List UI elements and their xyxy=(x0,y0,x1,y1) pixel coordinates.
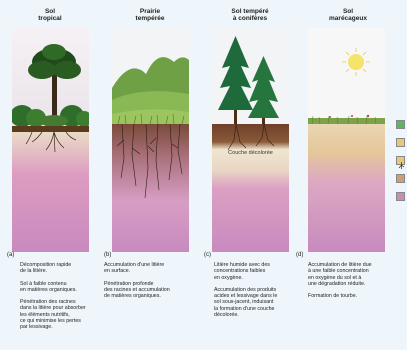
soil-layer xyxy=(212,124,289,252)
description-paragraph: Litière humide avec des concentrations f… xyxy=(214,262,298,281)
sky xyxy=(308,28,385,124)
description-paragraph: Pénétration des racines dans la litière … xyxy=(20,299,98,330)
panel-marsh: Sol marécageux (d) Accumulation de litiè… xyxy=(300,0,396,350)
legend-swatch-litter xyxy=(396,138,405,147)
legend-swatch-mineral xyxy=(396,192,405,201)
soil-column-tropical xyxy=(12,28,89,252)
legend-swatch-vegetation xyxy=(396,120,405,129)
inner-label: Couche décolorée xyxy=(228,150,273,156)
panel-conifer: Sol tempéré à conifères Couche décolorée xyxy=(200,0,300,350)
panel-prairie: Prairie tempérée (b) Accumulation d'une … xyxy=(100,0,200,350)
soil-layer xyxy=(12,132,89,252)
litter-layer xyxy=(12,126,89,132)
legend-swatch-roots xyxy=(396,156,405,165)
legend xyxy=(396,0,407,350)
panel-description: Litière humide avec des concentrations f… xyxy=(214,262,298,324)
panel-letter: (b) xyxy=(104,252,111,258)
panel-description: Décomposition rapide de la litière. Sol … xyxy=(20,262,98,337)
legend-swatch-humus xyxy=(396,174,405,183)
description-paragraph: Pénétration profonde des racines et accu… xyxy=(104,281,198,300)
description-paragraph: Accumulation des produits acides et less… xyxy=(214,287,298,318)
description-paragraph: Accumulation de litière due à une faible… xyxy=(308,262,396,287)
description-paragraph: Décomposition rapide de la litière. xyxy=(20,262,98,275)
panel-letter: (d) xyxy=(296,252,303,258)
soil-column-prairie xyxy=(112,28,189,252)
panel-title: Sol tempéré à conifères xyxy=(200,8,300,22)
panel-title: Prairie tempérée xyxy=(100,8,200,22)
panel-description: Accumulation d'une litière en surface. P… xyxy=(104,262,198,305)
soil-column-conifer: Couche décolorée xyxy=(212,28,289,252)
panel-title: Sol tropical xyxy=(0,8,100,22)
panel-title: Sol marécageux xyxy=(300,8,396,22)
panel-letter: (c) xyxy=(204,252,211,258)
description-paragraph: Sol à faible contenu en matières organiq… xyxy=(20,281,98,294)
soil-column-marsh xyxy=(308,28,385,252)
panel-description: Accumulation de litière due à une faible… xyxy=(308,262,396,305)
description-paragraph: Accumulation d'une litière en surface. xyxy=(104,262,198,275)
description-paragraph: Formation de tourbe. xyxy=(308,293,396,299)
soil-layer xyxy=(308,124,385,252)
panel-letter: (a) xyxy=(7,252,14,258)
panel-tropical: Sol tropical xyxy=(0,0,100,350)
